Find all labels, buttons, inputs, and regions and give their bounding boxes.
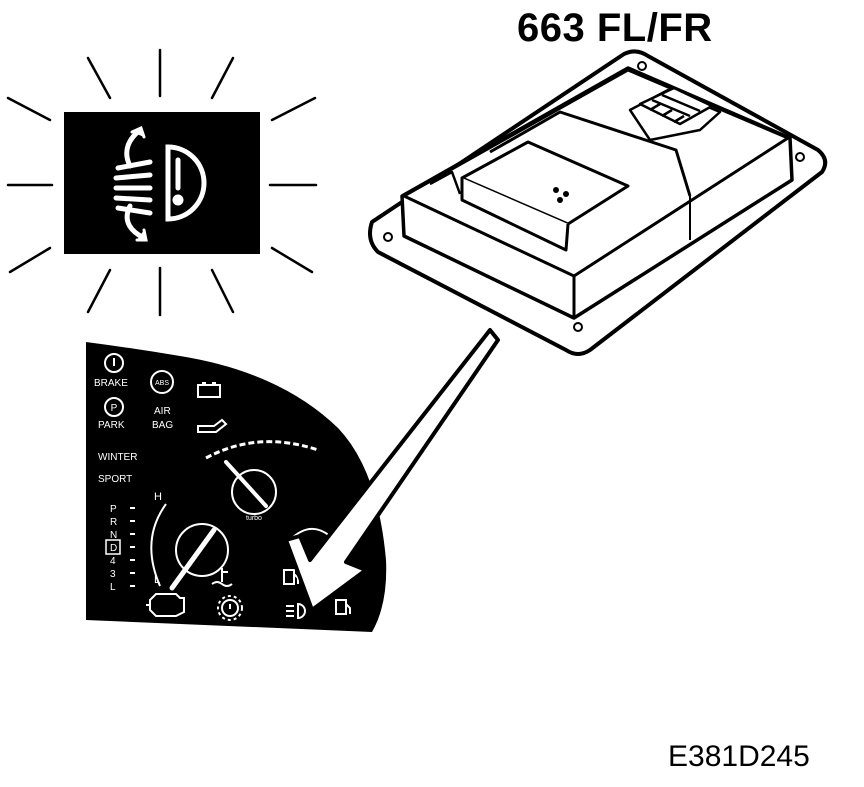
control-module <box>368 49 828 356</box>
fuel-pump-icon <box>283 569 295 585</box>
temperature-gauge: H L <box>150 491 233 591</box>
temp-high-label: H <box>154 491 162 503</box>
airbag-label-line2: BAG <box>152 420 173 431</box>
battery-icon <box>197 382 221 398</box>
figure-code: E381D245 <box>668 740 810 773</box>
turbo-needle <box>224 460 268 508</box>
pointer-arrow <box>284 328 500 612</box>
gear-position-label: 4 <box>110 556 116 567</box>
temp-needle <box>169 527 217 591</box>
mounting-hole <box>795 152 805 162</box>
mounting-hole <box>637 61 647 71</box>
park-label: PARK <box>98 420 125 431</box>
gear-position-label: L <box>110 582 116 593</box>
park-symbol: P <box>111 403 118 414</box>
headlight-range-warning-icon <box>113 125 207 242</box>
airbag-symbol: ABS <box>155 380 169 387</box>
selected-gear-box <box>105 539 121 555</box>
headlight-warning-lamp <box>6 48 318 317</box>
mounting-hole <box>383 232 393 242</box>
turbo-gauge: turbo <box>205 440 319 522</box>
lamp-background <box>64 112 260 254</box>
winter-mode-label: WINTER <box>98 452 137 463</box>
oil-pressure-icon <box>197 418 228 433</box>
brake-label: BRAKE <box>94 378 128 389</box>
module-connector <box>628 86 722 142</box>
mounting-hole <box>573 322 583 332</box>
gear-position-label: R <box>110 517 117 528</box>
coolant-temp-icon <box>211 568 233 587</box>
turbo-label: turbo <box>246 515 262 522</box>
gear-position-label: D <box>110 543 117 554</box>
fuel-warning-icon <box>335 599 351 615</box>
part-title: 663 FL/FR <box>517 6 713 50</box>
park-brake-icon <box>104 397 124 417</box>
gear-position-label: N <box>110 530 117 541</box>
module-cover <box>460 140 630 226</box>
airbag-label-line1: AIR <box>154 406 171 417</box>
gear-position-label: 3 <box>110 569 116 580</box>
glow-rays <box>6 48 318 317</box>
gear-position-label: P <box>110 504 117 515</box>
brake-system-icon <box>217 595 243 621</box>
airbag-warning-icon <box>150 370 174 394</box>
temp-low-label: L <box>154 574 160 586</box>
headlight-range-small-icon <box>286 602 306 620</box>
brake-warning-icon <box>104 353 124 373</box>
sport-mode-label: SPORT <box>98 474 132 485</box>
check-engine-icon <box>146 593 185 617</box>
